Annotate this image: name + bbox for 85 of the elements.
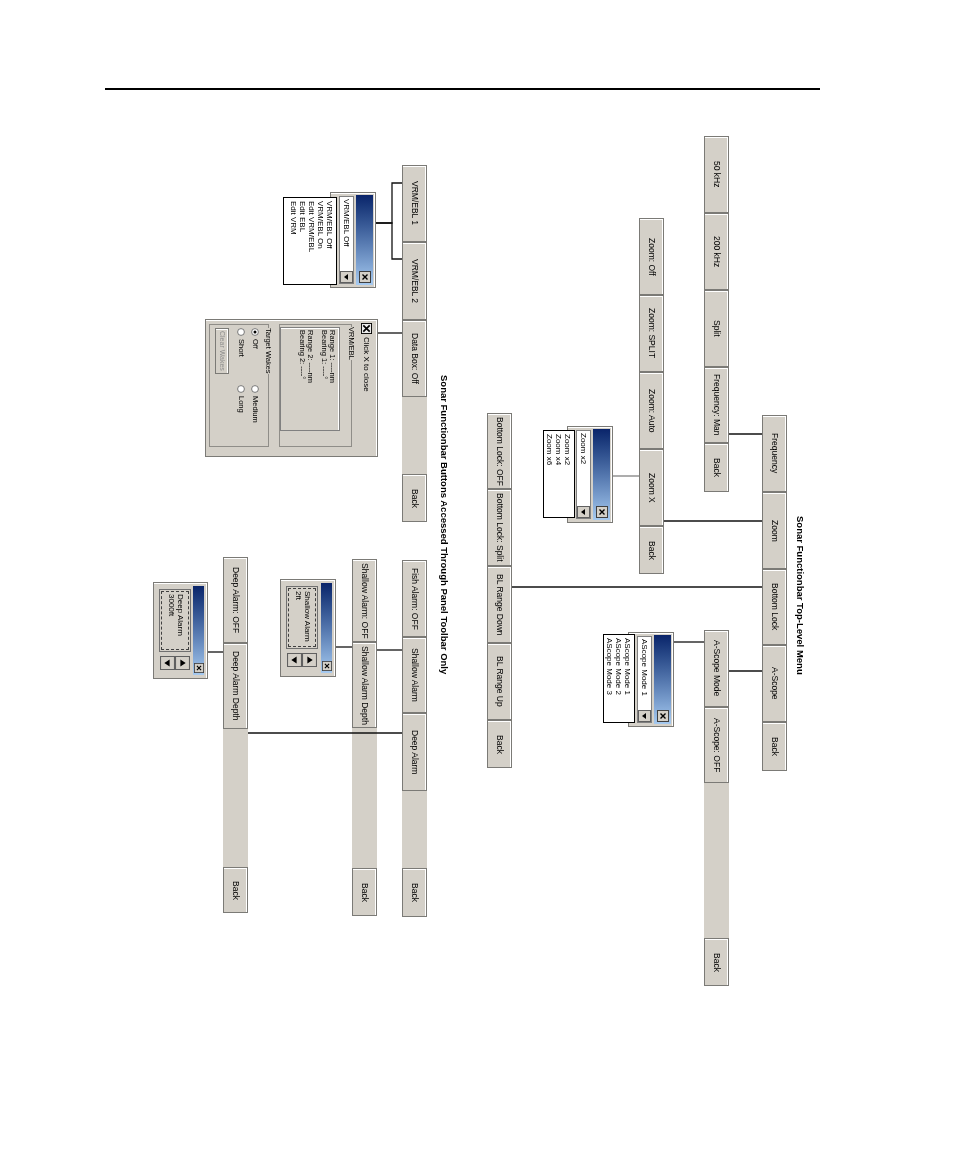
section-title: Sonar Functionbar Buttons Accessed Through Panel Toolbar Only <box>438 375 450 675</box>
toolbar-button: Zoom <box>762 492 787 569</box>
toolbar-button: Back <box>762 722 787 771</box>
data-box-window <box>205 319 378 457</box>
toolbar-button: Zoom: Auto <box>639 372 664 449</box>
toolbar <box>639 218 664 574</box>
toolbar-button: Back <box>223 867 248 913</box>
dropdown-list <box>283 197 337 285</box>
toolbar-button: 50 kHz <box>704 136 729 213</box>
toolbar-button: Bottom Lock <box>762 569 787 645</box>
connector-line <box>511 586 763 588</box>
section-title: Sonar Functionbar Top-Level Menu <box>794 515 806 675</box>
dropdown-list <box>603 634 635 723</box>
connector-line <box>728 670 763 672</box>
list-option: Zoom x4 <box>554 434 563 466</box>
value-text: 2ft <box>294 591 303 600</box>
list-option: VRM/EBL On <box>316 201 325 249</box>
toolbar <box>487 413 512 768</box>
toolbar-button: VRM/EBL 1 <box>402 165 427 242</box>
toolbar-button: Shallow Alarm <box>402 637 427 713</box>
connector-line <box>377 332 403 334</box>
toolbar-button: Back <box>487 720 512 768</box>
toolbar-button: Shallow Alarm Depth <box>352 642 377 728</box>
toolbar-button: A-Scope Mode <box>704 630 729 707</box>
combo-box: AScope Mode 1 <box>637 636 652 723</box>
toolbar-button: Back <box>402 474 427 522</box>
combo-box: VRM/EBL Off <box>339 196 354 284</box>
connector-line <box>207 651 224 653</box>
connector-line <box>612 475 640 477</box>
spin-dialog <box>153 582 208 679</box>
toolbar-button: Frequency: Man <box>704 367 729 443</box>
toolbar <box>704 630 729 986</box>
list-option: AScope Mode 1 <box>623 638 632 695</box>
toolbar <box>402 165 427 522</box>
list-option: Edit VRM/EBL <box>307 201 316 253</box>
toolbar <box>762 415 787 771</box>
connector-line <box>663 520 763 522</box>
list-option: AScope Mode 3 <box>605 638 614 695</box>
toolbar-button: Bottom Lock: Split <box>487 489 512 566</box>
close-hint: Click X to close <box>361 337 372 392</box>
connector-line <box>247 732 403 734</box>
list-option: Zoom x2 <box>563 434 572 466</box>
toolbar <box>704 136 729 492</box>
toolbar-button: Back <box>352 868 377 916</box>
spin-dialog <box>280 579 336 677</box>
value-text: 3000ft <box>167 594 176 617</box>
toolbar-button: Deep Alarm: OFF <box>223 557 248 643</box>
connector-line <box>335 646 353 648</box>
toolbar-button: Fish Alarm: OFF <box>402 560 427 637</box>
toolbar-button: Zoom: Off <box>639 218 664 295</box>
toolbar-button: Bottom Lock: OFF <box>487 413 512 489</box>
toolbar-button: VRM/EBL 2 <box>402 242 427 320</box>
connector-line <box>376 649 403 651</box>
value-label: Deep Alarm <box>176 594 185 636</box>
value-label: Shallow Alarm <box>303 591 312 642</box>
list-option: VRM/EBL Off <box>325 201 334 249</box>
combo-box: Zoom x2 <box>576 430 591 519</box>
toolbar <box>402 560 427 917</box>
toolbar-button: A-Scope: OFF <box>704 707 729 783</box>
connector-line <box>728 433 763 435</box>
toolbar-button: BL Range Down <box>487 566 512 643</box>
toolbar-button: 200 kHz <box>704 213 729 290</box>
list-option: AScope Mode 2 <box>614 638 623 695</box>
toolbar-button: Frequency <box>762 415 787 492</box>
toolbar-button: Back <box>639 526 664 574</box>
connector-line <box>673 641 705 643</box>
toolbar-button: BL Range Up <box>487 643 512 720</box>
toolbar-button: Split <box>704 290 729 367</box>
toolbar-button: Deep Alarm <box>402 713 427 791</box>
toolbar <box>352 559 377 916</box>
toolbar-button: Back <box>704 443 729 492</box>
toolbar-button: Back <box>402 868 427 917</box>
connector-line <box>375 222 403 260</box>
toolbar-button: Zoom X <box>639 449 664 526</box>
toolbar <box>223 557 248 913</box>
toolbar-button: Back <box>704 938 729 986</box>
toolbar-button: Data Box: Off <box>402 320 427 397</box>
toolbar-button: A-Scope <box>762 645 787 722</box>
dropdown-list <box>543 430 575 518</box>
list-option: Zoom x6 <box>545 434 554 466</box>
toolbar-button: Shallow Alarm: OFF <box>352 559 377 642</box>
list-option: Edit EBL <box>298 201 307 233</box>
toolbar-button: Zoom: SPLIT <box>639 295 664 372</box>
list-option: Edit VRM <box>289 201 298 235</box>
toolbar-button: Deep Alarm Depth <box>223 643 248 729</box>
